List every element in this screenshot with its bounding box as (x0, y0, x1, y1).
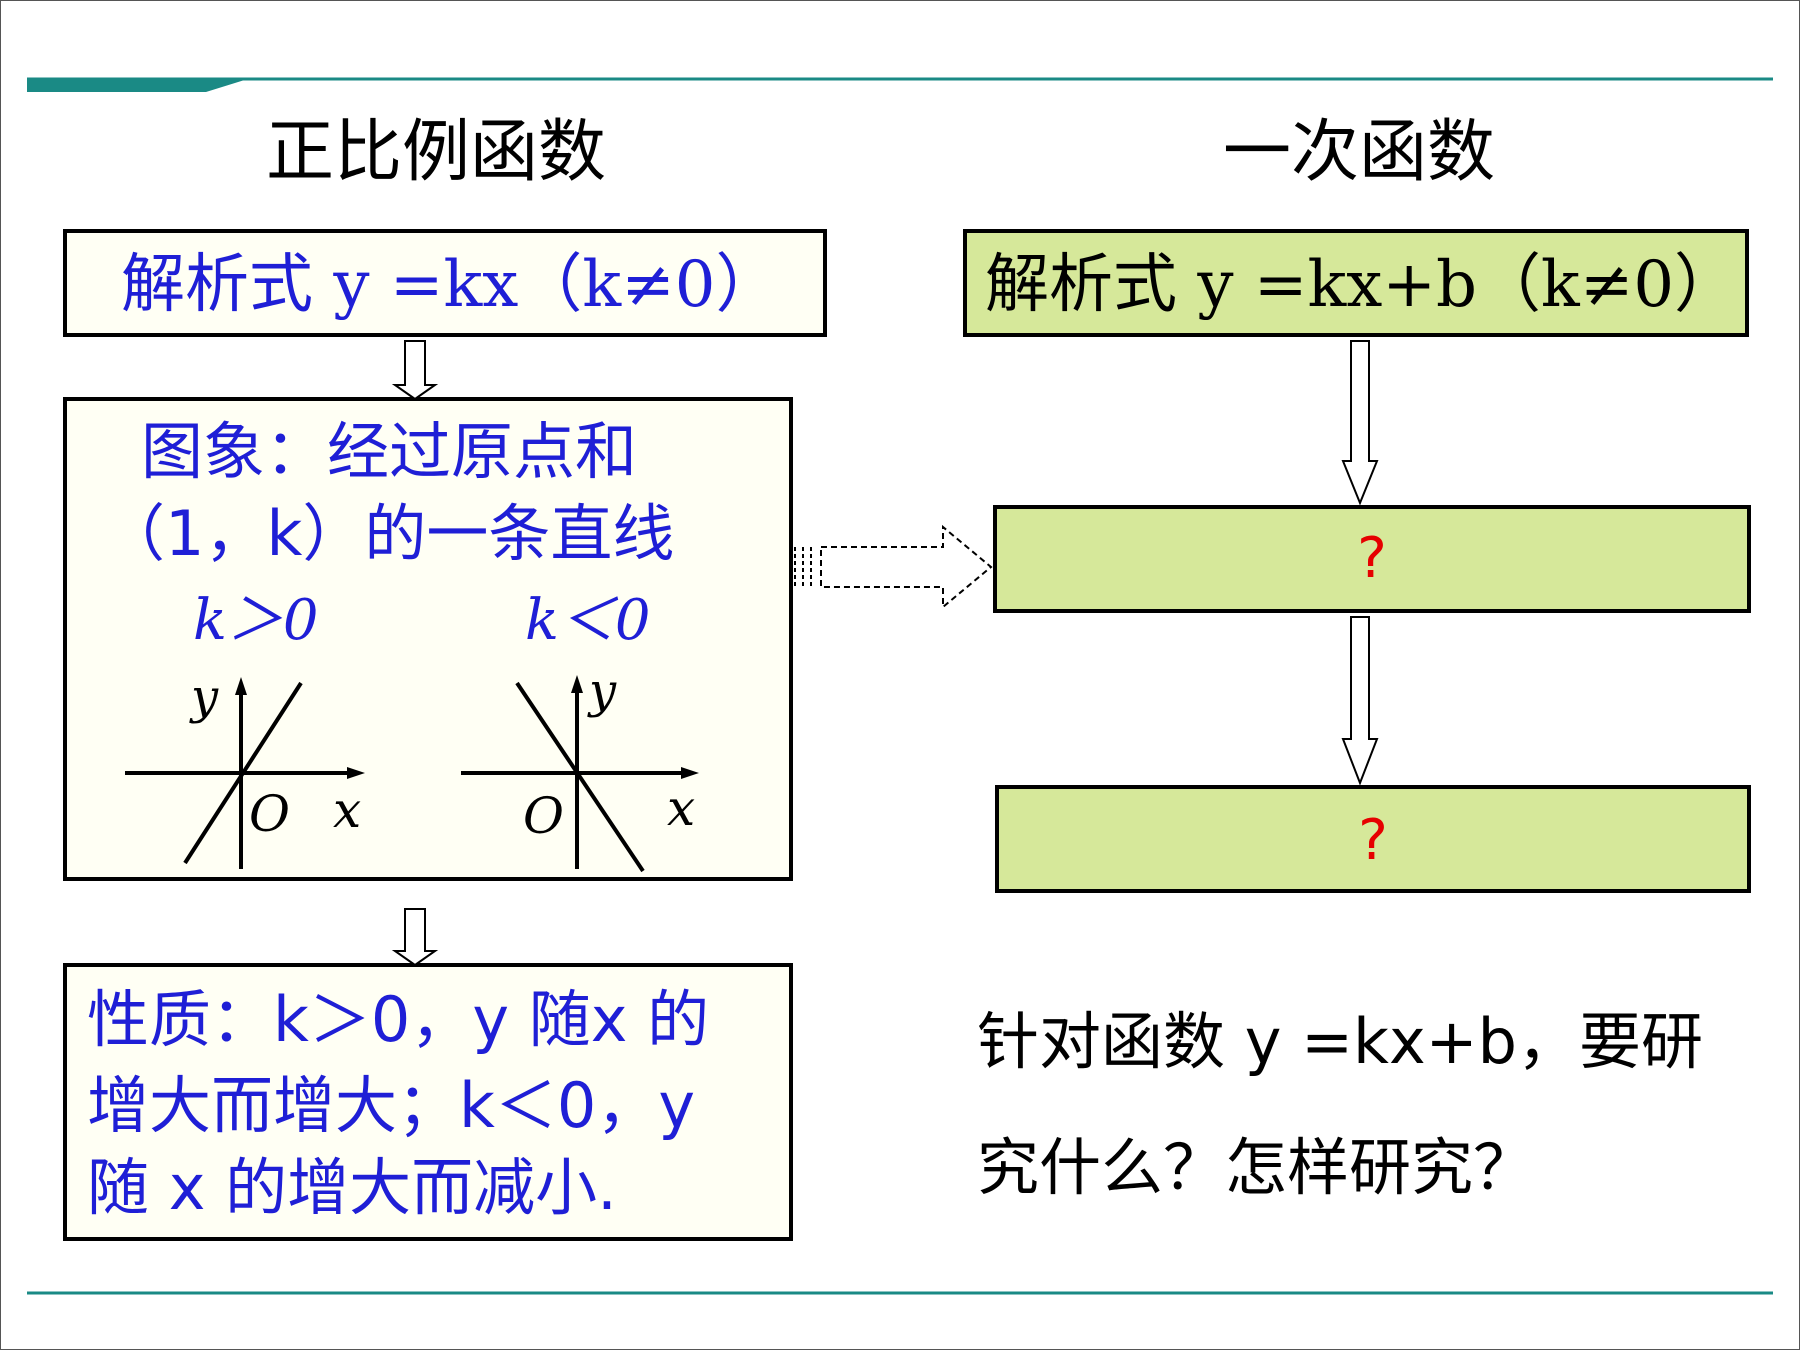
left-image-box: 图象：经过原点和 （1，k）的一条直线 k＞0 y O x k＜0 y O x (63, 397, 793, 881)
bottom-rule (27, 1291, 1773, 1295)
graph-pos-x-label: x (333, 781, 361, 839)
graph-neg-x-arrow (681, 767, 699, 779)
right-formula-prefix: 解析式 (985, 248, 1177, 322)
graph-pos-y-label: y (189, 669, 219, 725)
right-formula-expression: y =kx+b（k≠0） (1177, 248, 1739, 322)
right-heading: 一次函数 (1223, 113, 1496, 192)
right-box-2: ? (993, 505, 1751, 613)
top-rule-accent (27, 78, 251, 92)
left-formula-expression: y =kx（k≠0） (313, 248, 780, 322)
left-property-box: 性质：k＞0，y 随x 的 增大而增大；k＜0，y 随 x 的增大而减小. (63, 963, 793, 1241)
left-formula-prefix: 解析式 (121, 248, 313, 322)
graph-pos-origin-label: O (249, 785, 290, 843)
graph-pos-label: k＞0 (193, 588, 319, 653)
graph-neg-y-label: y (587, 663, 617, 719)
top-rule (27, 77, 1773, 92)
question-line1: 针对函数 y =kx+b，要研 (977, 1005, 1703, 1078)
left-formula-box: 解析式 y =kx（k≠0） (63, 229, 827, 337)
property-line2: 增大而增大；k＜0，y (87, 1069, 696, 1142)
graph-pos-y-arrow (235, 677, 247, 695)
graph-pos-x-arrow (347, 767, 365, 779)
right-formula: 解析式 y =kx+b（k≠0） (985, 253, 1738, 317)
right-box-3-question-mark: ? (1358, 808, 1388, 873)
graph-neg-origin-label: O (523, 787, 564, 845)
graph-pos-line (183, 681, 303, 865)
left-image-line1: 图象：经过原点和 (141, 415, 638, 488)
graphs: k＞0 y O x k＜0 y O x (125, 588, 699, 873)
left-arrow-2 (391, 908, 439, 967)
right-formula-box: 解析式 y =kx+b（k≠0） (963, 229, 1749, 337)
graph-neg-y-arrow (571, 675, 583, 693)
graph-neg-label: k＜0 (525, 588, 651, 653)
right-box-3: ? (995, 785, 1751, 893)
right-arrow-2 (1341, 616, 1379, 786)
left-formula: 解析式 y =kx（k≠0） (121, 253, 779, 317)
question-line2: 究什么？怎样研究？ (977, 1131, 1536, 1204)
property-line1: 性质：k＞0，y 随x 的 (87, 983, 710, 1056)
transfer-arrow (794, 524, 993, 610)
left-image-line2: （1，k）的一条直线 (103, 497, 675, 570)
left-arrow-1 (391, 340, 439, 401)
right-box-2-question-mark: ? (1357, 526, 1387, 591)
property-line3: 随 x 的增大而减小. (87, 1151, 617, 1224)
right-arrow-1 (1341, 340, 1379, 506)
left-heading: 正比例函数 (266, 113, 607, 192)
graph-neg-line (515, 681, 645, 873)
graph-neg-x-label: x (667, 779, 695, 837)
